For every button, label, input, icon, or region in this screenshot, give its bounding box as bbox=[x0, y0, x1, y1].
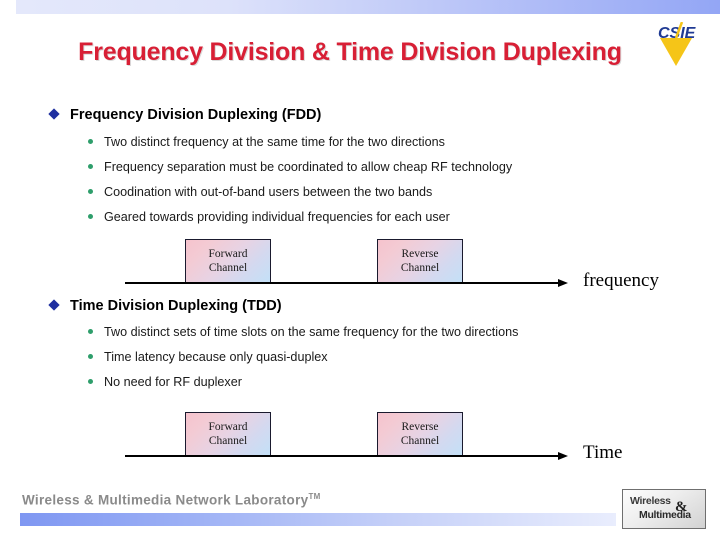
csie-logo-slash bbox=[674, 21, 684, 39]
bullet-label: Frequency separation must be coordinated… bbox=[104, 160, 513, 174]
csie-logo-svg: CSIE bbox=[658, 21, 697, 66]
footer-lab-name: Wireless & Multimedia Network Laboratory… bbox=[22, 492, 321, 508]
reverse-channel-box: Reverse Channel bbox=[377, 412, 463, 456]
diamond-bullet-icon bbox=[48, 108, 60, 120]
forward-channel-line2: Channel bbox=[208, 435, 248, 447]
wm-logo-line1: Wireless bbox=[630, 495, 671, 507]
dot-bullet-icon bbox=[88, 139, 93, 144]
wm-logo-ampersand-icon: & bbox=[675, 499, 688, 515]
reverse-channel-line2: Channel bbox=[400, 435, 440, 447]
page-title: Frequency Division & Time Division Duple… bbox=[78, 38, 622, 66]
section-heading-fdd: Frequency Division Duplexing (FDD) bbox=[48, 107, 322, 123]
forward-channel-line2: Channel bbox=[208, 262, 248, 274]
dot-bullet-icon bbox=[88, 189, 93, 194]
frequency-axis-arrow-icon bbox=[558, 278, 568, 287]
section-heading-tdd: Time Division Duplexing (TDD) bbox=[48, 298, 282, 314]
bullet-label: Geared towards providing individual freq… bbox=[104, 210, 450, 224]
dot-bullet-icon bbox=[88, 379, 93, 384]
diamond-bullet-icon bbox=[48, 299, 60, 311]
time-axis-arrow-icon bbox=[558, 451, 568, 460]
time-axis-label: Time bbox=[583, 442, 623, 463]
footer-lab-name-label: Wireless & Multimedia Network Laboratory bbox=[22, 492, 309, 508]
header-gradient-bar bbox=[16, 0, 720, 14]
frequency-axis-label: frequency bbox=[583, 270, 659, 291]
bullet-label: Two distinct sets of time slots on the s… bbox=[104, 325, 519, 339]
csie-logo: CSIE bbox=[640, 21, 712, 68]
bullet-label: Time latency because only quasi-duplex bbox=[104, 350, 328, 364]
bullet-tdd-3: No need for RF duplexer bbox=[88, 375, 242, 389]
bullet-tdd-2: Time latency because only quasi-duplex bbox=[88, 350, 328, 364]
reverse-channel-line1: Reverse bbox=[401, 247, 439, 260]
bullet-fdd-2: Frequency separation must be coordinated… bbox=[88, 160, 512, 174]
wm-logo-line2: Multimedia bbox=[639, 509, 691, 521]
forward-channel-box: Forward Channel bbox=[185, 412, 271, 456]
section-heading-label: Frequency Division Duplexing (FDD) bbox=[70, 107, 322, 123]
dot-bullet-icon bbox=[88, 214, 93, 219]
bullet-label: Two distinct frequency at the same time … bbox=[104, 135, 445, 149]
bullet-fdd-1: Two distinct frequency at the same time … bbox=[88, 135, 445, 149]
dot-bullet-icon bbox=[88, 329, 93, 334]
dot-bullet-icon bbox=[88, 164, 93, 169]
section-heading-label: Time Division Duplexing (TDD) bbox=[70, 298, 282, 314]
bullet-label: No need for RF duplexer bbox=[104, 375, 242, 389]
frequency-axis-line bbox=[125, 282, 560, 284]
dot-bullet-icon bbox=[88, 354, 93, 359]
forward-channel-line1: Forward bbox=[208, 247, 248, 260]
csie-logo-triangle bbox=[660, 38, 692, 66]
bullet-tdd-1: Two distinct sets of time slots on the s… bbox=[88, 325, 518, 339]
bullet-label: Coodination with out-of-band users betwe… bbox=[104, 185, 433, 199]
reverse-channel-line2: Channel bbox=[400, 262, 440, 274]
bullet-fdd-4: Geared towards providing individual freq… bbox=[88, 210, 450, 224]
reverse-channel-box: Reverse Channel bbox=[377, 239, 463, 283]
forward-channel-line1: Forward bbox=[208, 420, 248, 433]
wireless-multimedia-logo: Wireless & Multimedia bbox=[622, 489, 706, 529]
footer-gradient-bar bbox=[20, 513, 616, 526]
forward-channel-box: Forward Channel bbox=[185, 239, 271, 283]
time-axis-line bbox=[125, 455, 560, 457]
trademark-symbol: TM bbox=[308, 492, 321, 501]
bullet-fdd-3: Coodination with out-of-band users betwe… bbox=[88, 185, 432, 199]
reverse-channel-line1: Reverse bbox=[401, 420, 439, 433]
